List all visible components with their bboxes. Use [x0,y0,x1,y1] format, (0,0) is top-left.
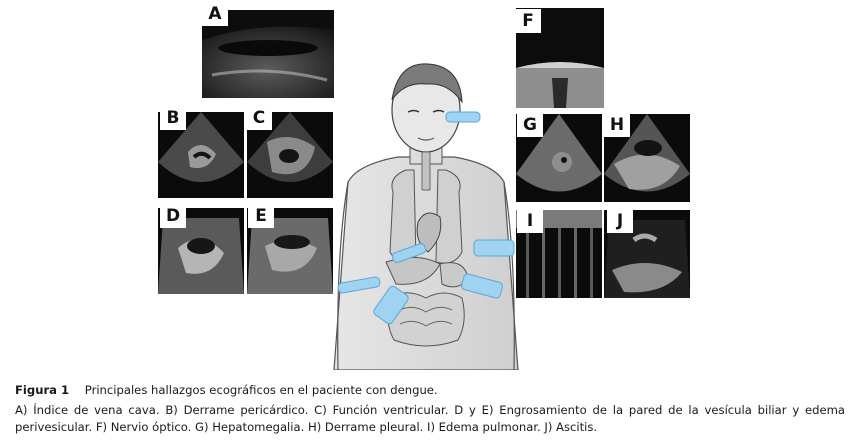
probe-chest-right [473,239,515,257]
ultrasound-ascites [604,210,690,298]
figure-title: Principales hallazgos ecográficos en el … [84,383,438,397]
panel-e-label: E [248,204,274,228]
panel-a-label: A [202,2,228,26]
panel-j-label: J [607,209,633,233]
panel-h-label: H [604,113,630,137]
figure-description: A) Índice de vena cava. B) Derrame peric… [15,403,845,434]
human-figure-illustration [333,63,519,370]
probe-flank [461,273,503,299]
probe-heart [391,243,427,263]
probe-eye [445,111,481,123]
figure-label: Figura 1 [15,383,70,397]
panel-b-label: B [160,106,186,130]
panel-c-label: C [246,106,272,130]
panel-d-label: D [160,204,186,228]
caption-title-line: Figura 1 Principales hallazgos ecográfic… [15,382,845,399]
probe-liver [337,276,381,294]
figure-caption: Figura 1 Principales hallazgos ecográfic… [15,382,845,436]
panel-g-label: G [517,113,543,137]
panel-f-label: F [515,9,541,33]
probe-abdomen [373,285,409,325]
panel-i-image [516,210,602,298]
ultrasound-hepatomegaly [516,114,602,202]
panel-i-label: I [517,209,543,233]
ultrasound-pulmonary-edema [516,210,602,298]
